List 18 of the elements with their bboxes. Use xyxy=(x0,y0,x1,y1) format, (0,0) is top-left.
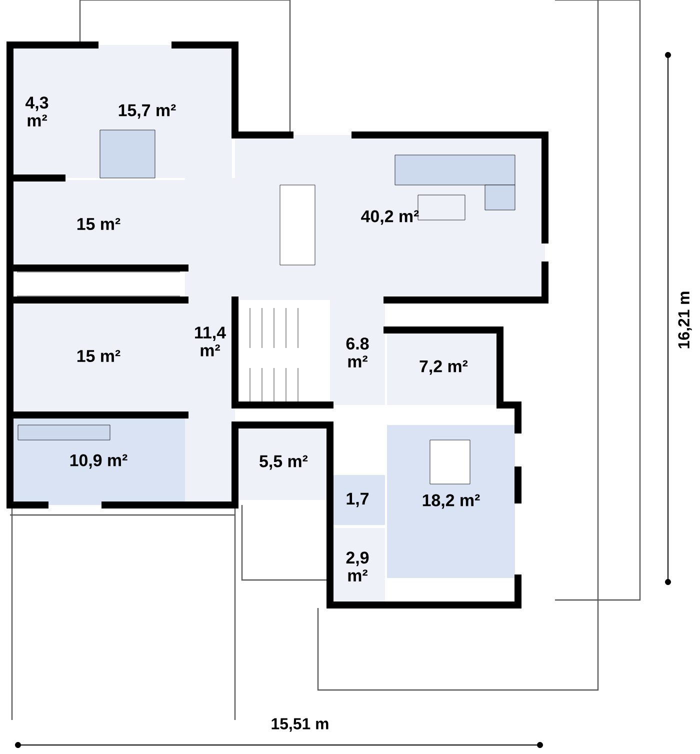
room: 15 m² xyxy=(12,300,185,412)
node-label: 15 m² xyxy=(77,350,120,362)
node-label: 15,7 m² xyxy=(118,104,176,119)
room: 7,2 m² xyxy=(387,330,500,405)
room: 6.8 m² xyxy=(330,300,385,405)
dimension-label: 16,21 m xyxy=(678,292,692,348)
room: 4,3 m² xyxy=(12,45,62,178)
room: 11,4 m² xyxy=(185,178,235,505)
room: 18,2 m² xyxy=(387,425,515,578)
node-label: 6.8 m² xyxy=(346,338,369,368)
room: 15 m² xyxy=(12,180,185,268)
dimension-label: 15,51 m xyxy=(272,718,328,732)
room: 1,7 xyxy=(330,475,385,525)
node-label: 15 m² xyxy=(77,218,120,230)
room: 5,5 m² xyxy=(237,425,330,500)
node-label: 11,4 m² xyxy=(195,326,226,356)
node-label: 4,3 m² xyxy=(25,96,48,126)
node-label: 40,2 m² xyxy=(361,210,419,225)
